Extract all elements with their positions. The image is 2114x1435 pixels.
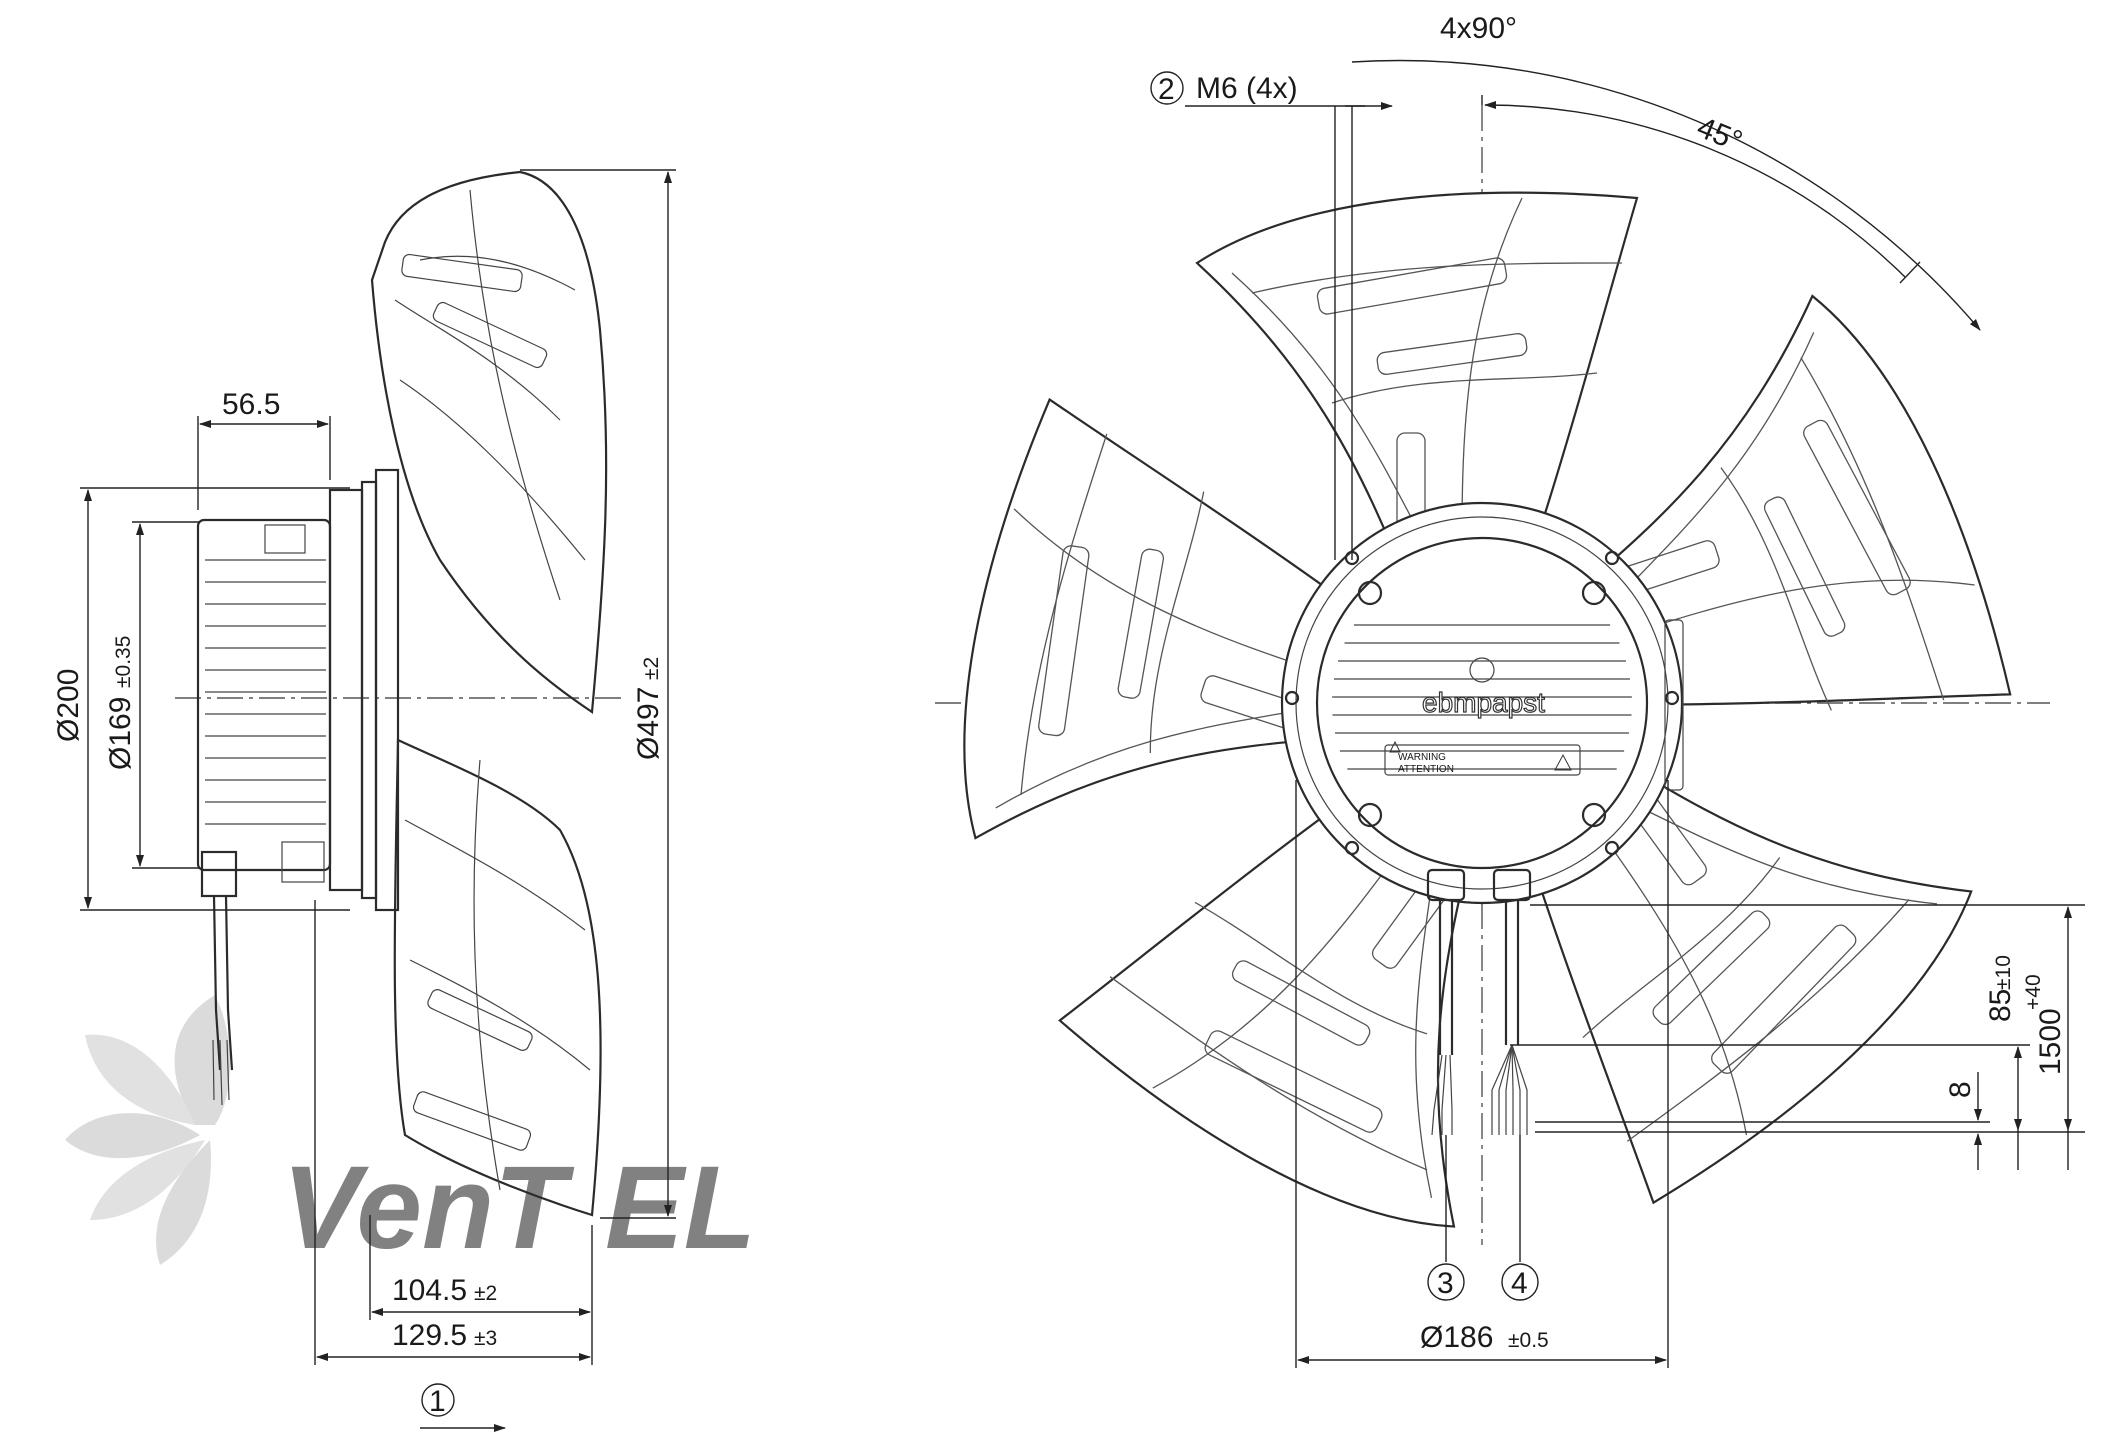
wire — [1505, 1044, 1513, 1135]
dim-104-5-tol: ±2 — [474, 1282, 497, 1305]
watermark-text-light: EL — [605, 1142, 756, 1274]
hub-bolt — [1357, 802, 1383, 828]
dim-56-5-label: 56.5 — [222, 388, 280, 421]
dim-1500-label: 1500 — [2034, 1008, 2067, 1075]
dim-dia-497-tol: ±2 — [640, 657, 663, 680]
hazard-triangle-icon — [1554, 753, 1572, 771]
hub-bolt — [1344, 840, 1360, 856]
callout-3-label: 3 — [1437, 1267, 1454, 1300]
dim-104-5-label: 104.5 — [392, 1274, 467, 1307]
motor-hub: WARNING ATTENTION ebmpapst — [1280, 501, 1684, 905]
callout-2-label: 2 — [1158, 73, 1175, 106]
front-view: WARNING ATTENTION ebmpapst 4x90° — [907, 12, 2085, 1368]
dim-dia-169-label: Ø169 — [104, 697, 137, 770]
callout-1-label: 1 — [429, 1385, 446, 1418]
side-cable — [200, 850, 238, 1106]
dim-dia-186-tol: ±0.5 — [1508, 1329, 1549, 1352]
fan-logo-icon — [65, 995, 230, 1265]
brand-label: ebmpapst — [1422, 687, 1545, 718]
dim-dia-200-label: Ø200 — [52, 669, 85, 742]
blade-5 — [907, 396, 1417, 939]
angle-4x90-label: 4x90° — [1440, 12, 1517, 45]
callout-1-airflow: 1 — [420, 1383, 506, 1432]
dim-dia-497: Ø497 ±2 — [520, 169, 676, 1219]
watermark-text-dark: VenT — [282, 1142, 575, 1274]
dim-dia-186-label: Ø186 — [1420, 1321, 1493, 1354]
impeller-blades — [907, 191, 2017, 1285]
callout-4-label: 4 — [1511, 1267, 1528, 1300]
dim-85-tol: ±10 — [1992, 955, 2015, 990]
rating-plate: WARNING ATTENTION — [1384, 740, 1581, 776]
side-view: 56.5 Ø200 Ø169 ±0.35 Ø497 ±2 — [52, 169, 676, 1432]
hub-plate — [374, 468, 400, 912]
wire — [1511, 1044, 1521, 1135]
front-cables — [1431, 900, 1528, 1136]
attention-label: ATTENTION — [1398, 764, 1454, 775]
hub-bolt — [1664, 690, 1680, 706]
blade-1 — [1195, 191, 1639, 585]
dim-1500-tol: +40 — [2022, 974, 2045, 1010]
wire — [1511, 1044, 1528, 1135]
dim-dia-200: Ø200 — [52, 487, 350, 911]
side-blade-lower — [393, 738, 602, 1217]
hub-bolt — [1357, 580, 1383, 606]
cable-gland-left — [1426, 868, 1466, 902]
dim-cable-lengths: 85 ±10 1500 +40 8 — [1510, 904, 2085, 1170]
side-blade-upper — [370, 170, 608, 714]
blade-3 — [1426, 631, 2014, 1209]
cable-gland-right — [1492, 868, 1532, 902]
warning-triangle-icon — [1389, 740, 1401, 753]
ventel-watermark: VenT EL — [65, 995, 756, 1274]
side-label-strip — [1664, 619, 1684, 791]
dim-129-5-tol: ±3 — [474, 1327, 497, 1350]
wire — [1491, 1044, 1513, 1135]
brand-logo-icon — [1469, 657, 1495, 683]
callout-2-thread: 2 M6 (4x) — [1150, 71, 1393, 560]
hub-bolt — [1604, 840, 1620, 856]
hub-bolt — [1581, 802, 1607, 828]
hub-bolt — [1604, 550, 1620, 566]
motor-body — [196, 480, 378, 900]
callouts-3-4: 3 4 — [1427, 1135, 1539, 1301]
dim-dia-169: Ø169 ±0.35 — [104, 521, 200, 869]
dim-56-5: 56.5 — [197, 388, 331, 510]
dim-8-label: 8 — [1944, 1081, 1977, 1098]
hub-bolt — [1581, 580, 1607, 606]
angle-45-label: 45° — [1692, 111, 1746, 159]
blade-4 — [1055, 707, 1644, 1285]
dim-dia-497-label: Ø497 — [632, 687, 665, 760]
wire — [1498, 1044, 1513, 1135]
dim-85-label: 85 — [1984, 989, 2017, 1022]
dim-129-5-label: 129.5 — [392, 1319, 467, 1352]
dim-dia-169-tol: ±0.35 — [112, 636, 135, 688]
wire — [1511, 1044, 1514, 1135]
dim-104-129: 104.5 ±2 129.5 ±3 — [314, 900, 593, 1365]
dim-dia-186: Ø186 ±0.5 — [1295, 780, 1669, 1368]
hub-bolt — [1284, 690, 1300, 706]
thread-label: M6 (4x) — [1196, 72, 1298, 105]
warning-label: WARNING — [1398, 752, 1446, 763]
blade-2 — [1506, 273, 2017, 815]
